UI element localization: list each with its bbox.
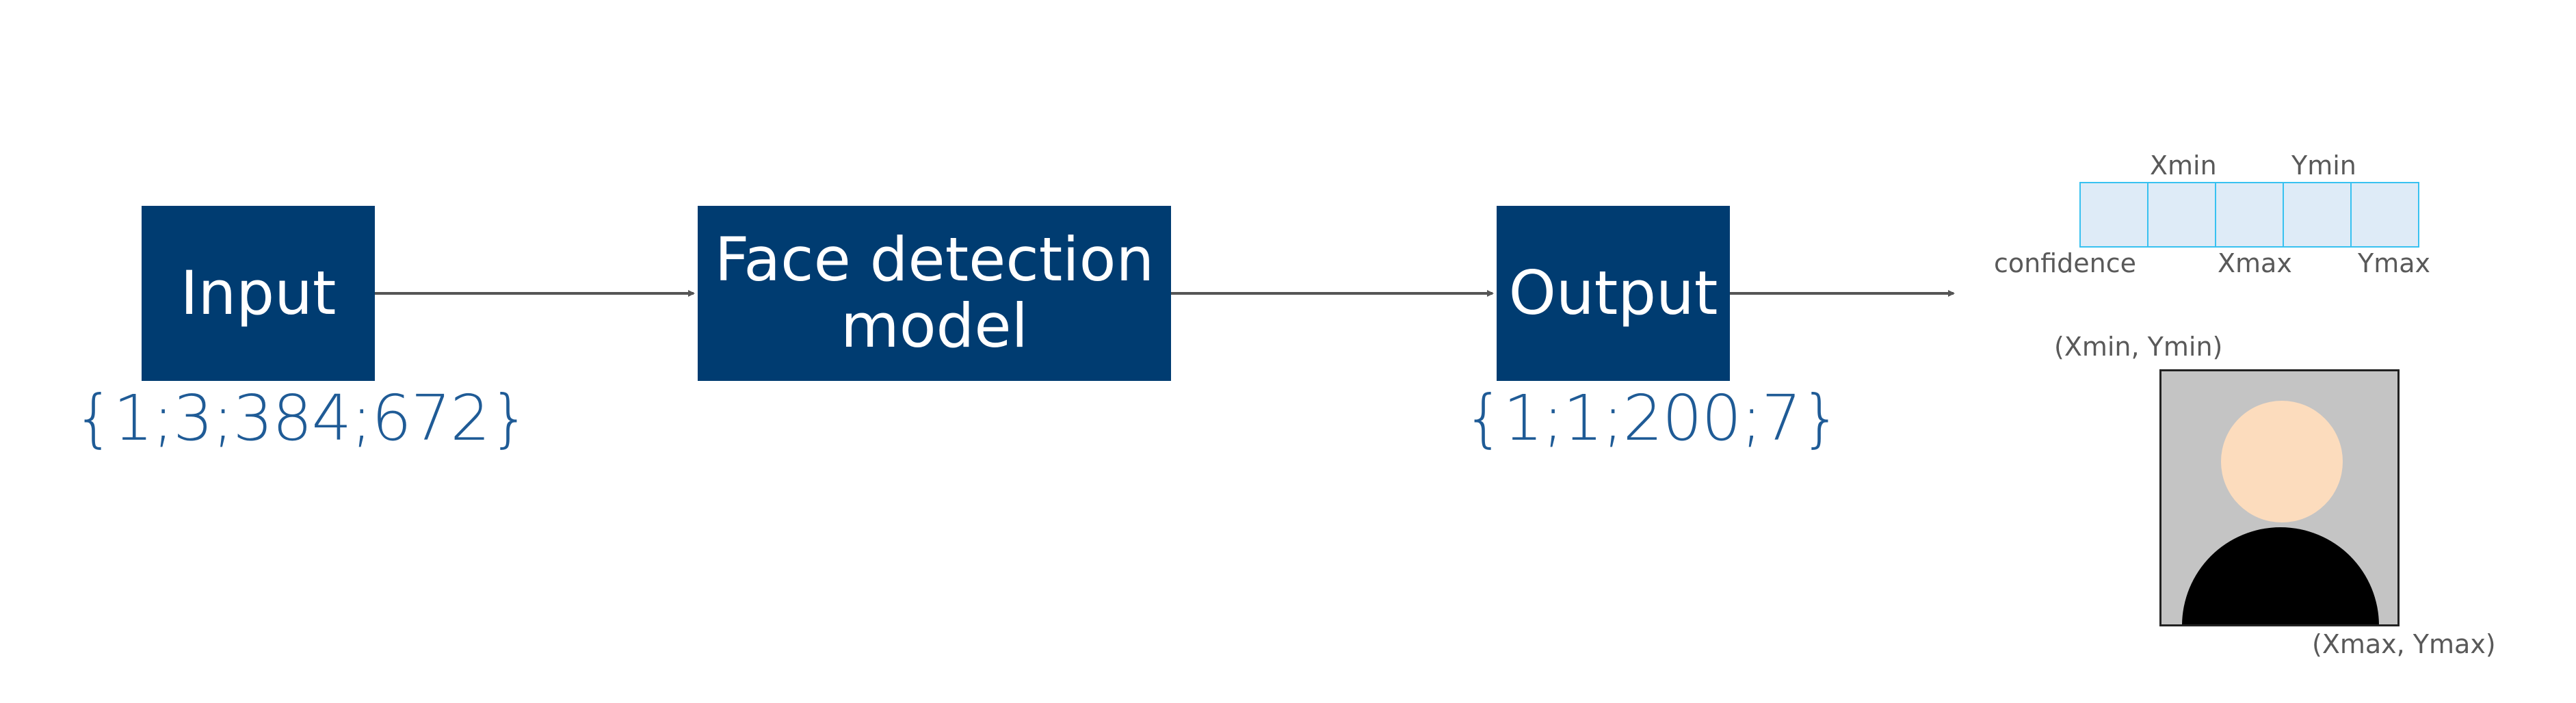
confidence-label: confidence	[1994, 248, 2137, 278]
model-box-label-line1: Face detection	[714, 224, 1155, 295]
vector-cell	[2350, 182, 2419, 248]
input-box-label: Input	[180, 257, 337, 328]
model-box-label-line2: model	[840, 291, 1028, 361]
vector-cell	[2079, 182, 2148, 248]
bbox-bottom-right-label: (Xmax, Ymax)	[2312, 629, 2496, 659]
person-shoulders-icon	[2182, 527, 2379, 624]
input-box: Input	[142, 206, 375, 381]
xmin-label: Xmin	[2150, 150, 2217, 181]
input-shape-label: {1;3;384;672}	[74, 382, 529, 455]
vector-cell	[2283, 182, 2352, 248]
face-icon	[2221, 401, 2343, 522]
model-box: Face detection model	[698, 206, 1171, 381]
bbox-top-left-label: (Xmin, Ymin)	[2054, 332, 2223, 362]
xmax-label: Xmax	[2218, 248, 2292, 278]
ymin-label: Ymin	[2291, 150, 2356, 181]
output-box: Output	[1497, 206, 1730, 381]
output-box-label: Output	[1508, 257, 1718, 328]
output-vector-cells	[2079, 182, 2419, 248]
face-bounding-box-illustration	[2159, 369, 2400, 626]
vector-cell	[2147, 182, 2216, 248]
output-shape-label: {1;1;200;7}	[1464, 382, 1841, 455]
ymax-label: Ymax	[2358, 248, 2431, 278]
vector-cell	[2215, 182, 2284, 248]
